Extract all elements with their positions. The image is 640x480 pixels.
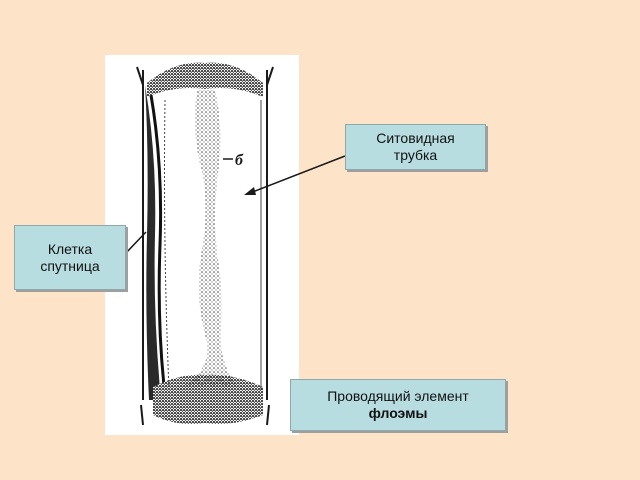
companion-cell-label-line2: спутница (40, 257, 100, 274)
sieve-tube-label-line1: Ситовидная (376, 130, 455, 146)
companion-cell-callout: Клетка спутница (14, 225, 126, 290)
conducting-element-label-line1: Проводящий элемент (327, 388, 469, 404)
bottom-sieve-plate (153, 374, 263, 424)
companion-cell-label-line1: Клетка (47, 240, 93, 257)
sieve-tube-callout: Ситовидная трубка (345, 124, 486, 170)
top-sieve-plate (147, 62, 263, 97)
sieve-tube-label-line2: трубка (393, 147, 438, 163)
phloem-drawing: б (105, 55, 299, 435)
conducting-element-label-line2: флоэмы (368, 405, 428, 421)
companion-cell-shape (145, 85, 161, 400)
drawing-letter-label: б (235, 152, 244, 169)
phloem-illustration: б (136, 62, 274, 426)
cytoplasm-strand (185, 90, 235, 385)
conducting-element-callout: Проводящий элемент флоэмы (290, 379, 506, 431)
